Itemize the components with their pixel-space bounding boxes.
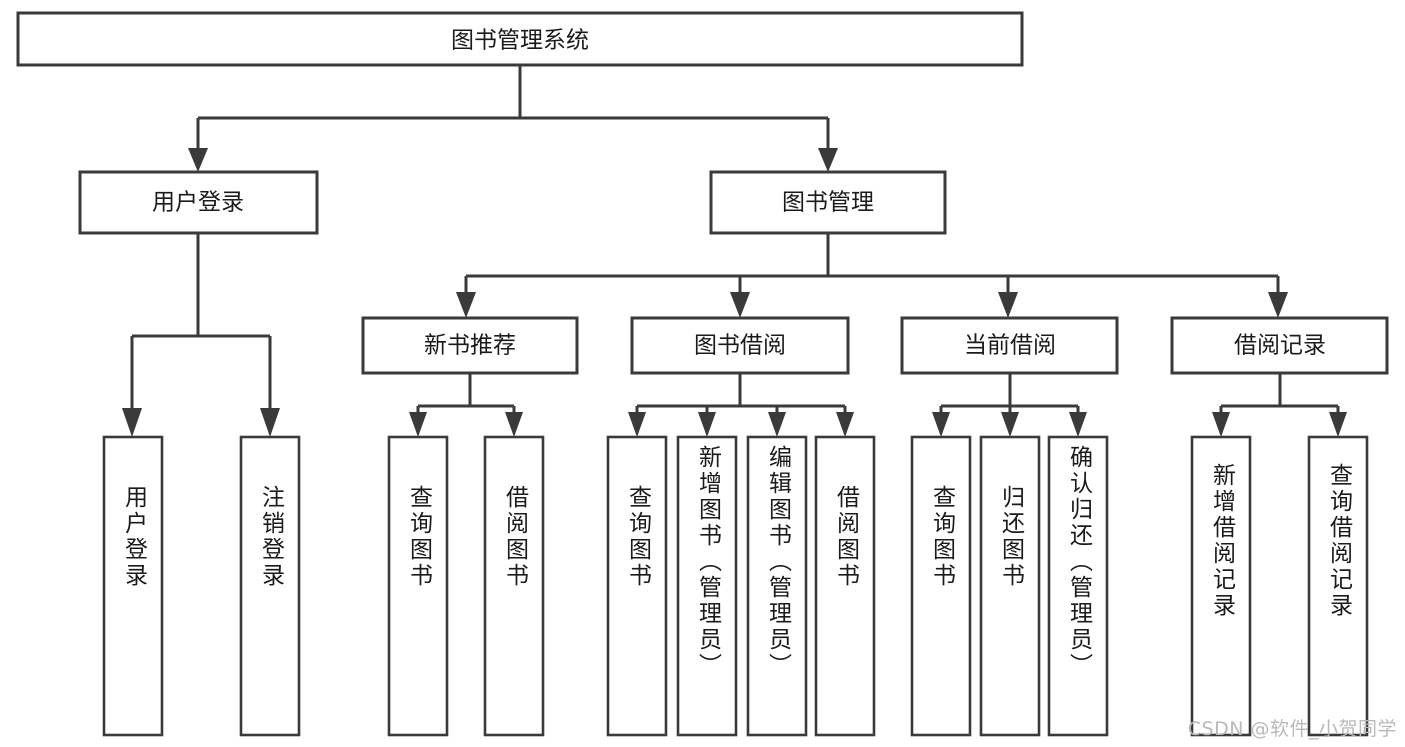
- arrow-leaf-query-record: [1329, 412, 1347, 437]
- leaf-label-query-record: 查询借阅记录: [1325, 463, 1352, 619]
- arrow-leaf-add-record: [1212, 412, 1230, 437]
- leaf-label-logout: 注销登录: [257, 485, 284, 589]
- leaf-box-confirm-return[interactable]: [1047, 435, 1109, 737]
- arrow-to-book-borrow: [730, 292, 750, 318]
- arrow-leaf-confirm-return: [1069, 412, 1087, 437]
- leaf-box-add-book[interactable]: [676, 435, 738, 737]
- arrow-to-new-book-recommend: [456, 292, 476, 318]
- leaf-label-add-record-wrap: 新增借阅记录: [1192, 437, 1250, 735]
- leaf-label-query-book-2-wrap: 查询图书: [608, 437, 666, 735]
- leaf-box-add-record[interactable]: [1190, 435, 1252, 737]
- leaf-label-user-login-wrap: 用户登录: [104, 437, 162, 735]
- node-new-book-recommend-label: 新书推荐: [424, 333, 516, 359]
- leaf-label-borrow-book-1-wrap: 借阅图书: [485, 437, 543, 735]
- leaf-box-query-book-1[interactable]: [387, 435, 449, 737]
- node-user-login-box[interactable]: [78, 170, 319, 235]
- node-root-box[interactable]: [16, 11, 1024, 67]
- arrow-leaf-return-book: [1001, 412, 1019, 437]
- leaf-label-return-book: 归还图书: [997, 485, 1024, 589]
- node-book-management-box[interactable]: [709, 170, 947, 235]
- leaf-label-query-book-2: 查询图书: [624, 485, 651, 589]
- arrow-leaf-user-login: [122, 408, 142, 437]
- arrow-leaf-logout: [260, 408, 280, 437]
- leaf-label-confirm-return-wrap: 确认归还（管理员）: [1049, 437, 1107, 735]
- leaf-label-query-record-wrap: 查询借阅记录: [1309, 437, 1367, 735]
- edges-layer: [122, 65, 1347, 437]
- leaf-box-logout[interactable]: [239, 435, 301, 737]
- node-book-borrow-label: 图书借阅: [694, 333, 786, 359]
- arrow-leaf-query-book-1: [409, 412, 427, 437]
- node-current-borrow-label: 当前借阅: [964, 333, 1056, 359]
- arrow-leaf-edit-book: [768, 412, 786, 437]
- arrow-leaf-query-book-2: [628, 412, 646, 437]
- arrow-leaf-add-book: [698, 412, 716, 437]
- node-borrow-record-label: 借阅记录: [1234, 333, 1326, 359]
- node-root-label: 图书管理系统: [451, 28, 589, 54]
- csdn-watermark: CSDN @软件_小贺同学: [1187, 718, 1397, 740]
- node-current-borrow-box[interactable]: [900, 316, 1119, 375]
- nodes-layer: 图书管理系统 用户登录 图书管理 新书推荐 图书借阅 当前借阅 借阅记录: [16, 11, 1389, 737]
- leaf-label-borrow-book-2: 借阅图书: [832, 485, 859, 589]
- leaf-label-query-book-3: 查询图书: [928, 485, 955, 589]
- leaf-label-add-book: 新增图书（管理员）: [694, 445, 721, 679]
- leaf-label-user-login: 用户登录: [120, 485, 147, 589]
- arrow-leaf-borrow-book-1: [505, 412, 523, 437]
- leaf-label-confirm-return: 确认归还（管理员）: [1065, 445, 1092, 679]
- leaf-label-query-book-1-wrap: 查询图书: [389, 437, 447, 735]
- leaf-label-edit-book: 编辑图书（管理员）: [764, 445, 791, 679]
- leaf-label-add-record: 新增借阅记录: [1208, 463, 1235, 619]
- leaf-label-return-book-wrap: 归还图书: [981, 437, 1039, 735]
- arrow-leaf-borrow-book-2: [836, 412, 854, 437]
- arrow-to-current-borrow: [998, 292, 1018, 318]
- leaf-box-borrow-book-1[interactable]: [483, 435, 545, 737]
- leaf-label-query-book-1: 查询图书: [405, 485, 432, 589]
- arrow-to-user-login: [188, 148, 208, 172]
- node-book-management-label: 图书管理: [782, 190, 874, 216]
- leaf-label-logout-wrap: 注销登录: [241, 437, 299, 735]
- leaf-label-edit-book-wrap: 编辑图书（管理员）: [748, 437, 806, 735]
- leaf-box-return-book[interactable]: [979, 435, 1041, 737]
- node-borrow-record-box[interactable]: [1170, 316, 1389, 375]
- node-user-login-label: 用户登录: [152, 190, 244, 216]
- node-new-book-recommend-box[interactable]: [361, 316, 579, 375]
- leaf-label-borrow-book-2-wrap: 借阅图书: [816, 437, 874, 735]
- arrow-to-borrow-record: [1268, 292, 1288, 318]
- leaf-box-query-book-2[interactable]: [606, 435, 668, 737]
- leaf-box-edit-book[interactable]: [746, 435, 808, 737]
- leaf-box-query-record[interactable]: [1307, 435, 1369, 737]
- arrow-to-book-management: [818, 148, 838, 172]
- arrow-leaf-query-book-3: [932, 412, 950, 437]
- leaf-box-query-book-3[interactable]: [910, 435, 972, 737]
- leaf-label-query-book-3-wrap: 查询图书: [912, 437, 970, 735]
- node-book-borrow-box[interactable]: [630, 316, 850, 375]
- leaf-label-borrow-book-1: 借阅图书: [501, 485, 528, 589]
- leaf-box-user-login[interactable]: [102, 435, 164, 737]
- leaf-box-borrow-book-2[interactable]: [814, 435, 876, 737]
- leaf-label-add-book-wrap: 新增图书（管理员）: [678, 437, 736, 735]
